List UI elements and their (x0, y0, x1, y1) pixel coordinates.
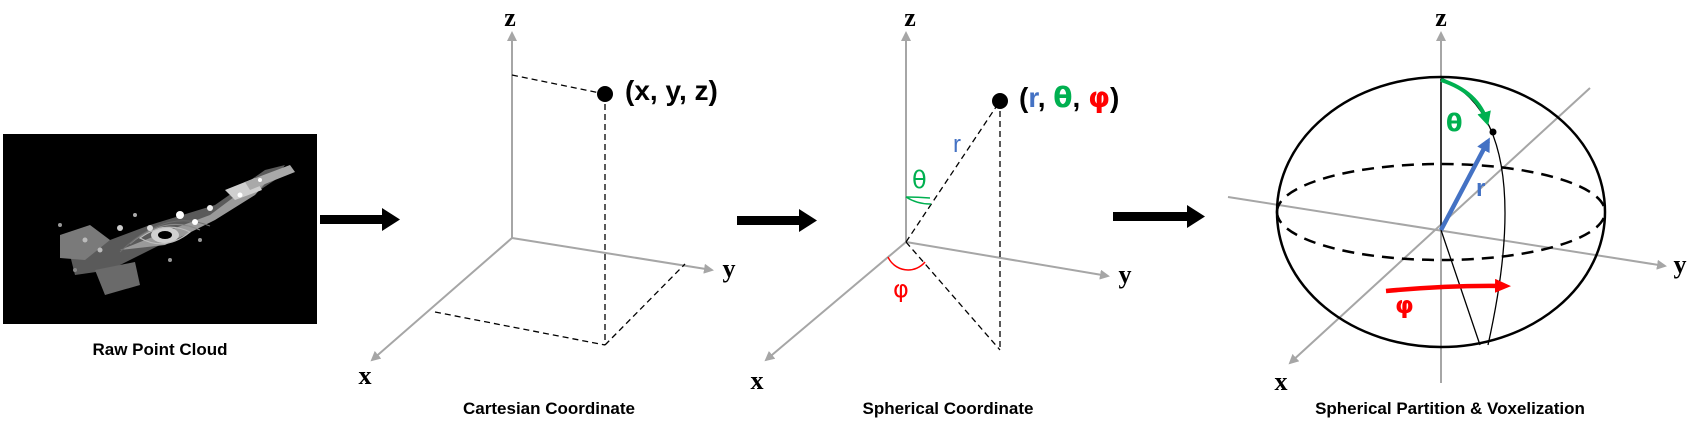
z-label: z (504, 3, 516, 32)
z-label: z (904, 3, 916, 32)
y-label: y (1674, 250, 1687, 279)
x-label: x (751, 366, 764, 395)
x-axis (764, 241, 907, 362)
caption-cartesian: Cartesian Coordinate (463, 399, 635, 418)
point-marker (597, 86, 613, 102)
theta-label: θ (1446, 109, 1463, 137)
theta-arrow (1440, 78, 1491, 126)
equator-front (1275, 211, 1607, 262)
phi-arrow (1385, 278, 1511, 294)
y-label: y (1119, 260, 1132, 289)
caption-voxelization: Spherical Partition & Voxelization (1315, 399, 1585, 418)
point-marker (1489, 128, 1497, 136)
theta-label: θ (912, 166, 927, 194)
y-axis (905, 241, 1110, 280)
y-label: y (723, 254, 736, 283)
point-label: (r, θ, φ) (1019, 81, 1119, 114)
phi-label: φ (1395, 291, 1414, 319)
point-cloud-points (58, 165, 295, 295)
phi-arc (887, 256, 926, 271)
projection-lines (434, 74, 686, 346)
theta-arc (905, 196, 931, 199)
x-axis (370, 237, 513, 362)
y-axis (1227, 196, 1667, 270)
point-marker (992, 93, 1008, 109)
radius-arrow (1439, 137, 1490, 232)
flow-arrow-1 (320, 208, 400, 231)
flow-arrow-2 (737, 209, 817, 232)
projection-lines (905, 100, 1001, 351)
caption-raw-point-cloud: Raw Point Cloud (92, 340, 227, 359)
x-label: x (359, 361, 372, 390)
caption-spherical: Spherical Coordinate (863, 399, 1034, 418)
equator-back (1275, 162, 1607, 213)
radius-label: r (953, 131, 961, 158)
voxelization-panel: r θ φ z y x Spherical Partition & Voxeli… (1227, 3, 1687, 418)
flow-arrow-3 (1113, 205, 1205, 228)
point-label: (x, y, z) (625, 75, 718, 106)
phi-label: φ (893, 275, 909, 303)
radius-label: r (1476, 175, 1485, 202)
cartesian-panel: (x, y, z) z y x Cartesian Coordinate (359, 3, 736, 418)
z-label: z (1435, 3, 1447, 32)
spherical-panel: (r, θ, φ) r θ φ z y x Spherical Coordina… (751, 3, 1132, 418)
x-label: x (1275, 367, 1288, 396)
y-axis (511, 237, 714, 274)
raw-point-cloud-panel: Raw Point Cloud (3, 134, 317, 359)
